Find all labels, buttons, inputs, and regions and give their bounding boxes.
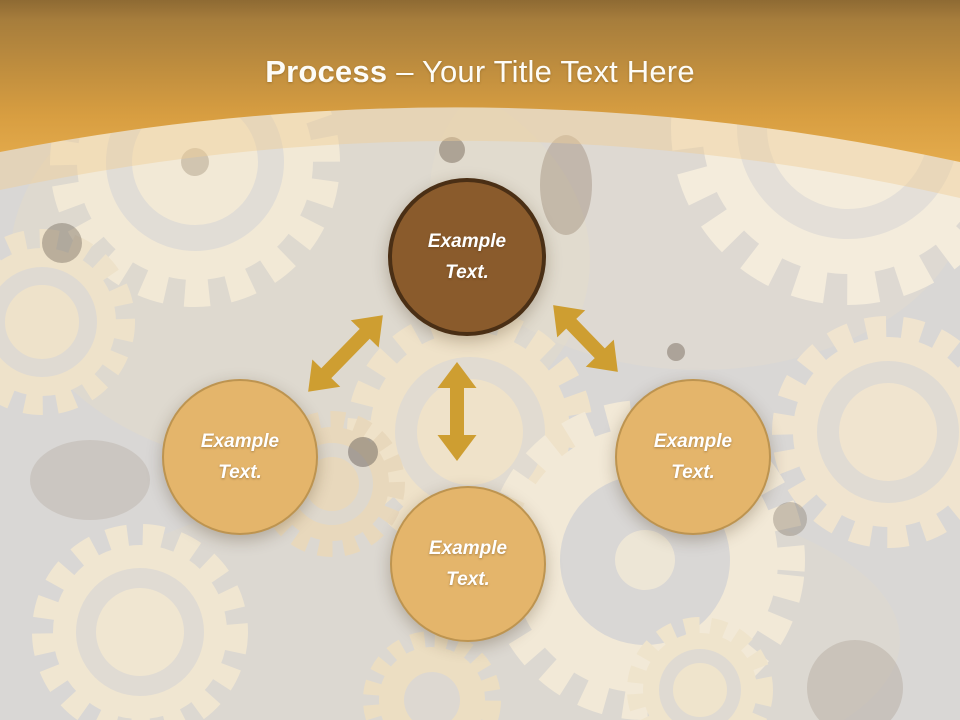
gear-shape (772, 316, 960, 548)
node-label-line: Text. (445, 262, 489, 283)
gear-shape (363, 631, 501, 720)
node-label-line: Example (428, 538, 508, 559)
screw-accent (773, 502, 807, 536)
slide-title[interactable]: Process– Your Title Text Here (0, 52, 960, 92)
gear-shape (32, 524, 248, 720)
slide-title-emphasis: Process (265, 54, 388, 89)
process-node-bottom[interactable]: Example Text. (390, 486, 546, 642)
process-node-left[interactable]: Example Text. (162, 379, 318, 535)
double-arrow-vertical-icon[interactable] (437, 362, 477, 461)
node-label-line: Example (200, 431, 280, 452)
gear-shape (0, 229, 135, 415)
node-label-line: Text. (671, 462, 715, 483)
double-arrow-diagonal-icon[interactable] (294, 302, 397, 406)
node-label-line: Text. (446, 569, 490, 590)
screw-accent (667, 343, 685, 361)
process-node-right[interactable]: Example Text. (615, 379, 771, 535)
double-arrow-diagonal-icon[interactable] (539, 292, 632, 386)
process-node-top[interactable]: Example Text. (388, 178, 546, 336)
node-label-line: Example (653, 431, 733, 452)
node-label-line: Example (427, 231, 507, 252)
slide-title-rest: – Your Title Text Here (396, 54, 695, 89)
screw-accent (807, 640, 903, 720)
screw-accent (42, 223, 82, 263)
screw-accent (30, 440, 150, 520)
gear-shape (627, 617, 773, 720)
screw-accent (348, 437, 378, 467)
node-label-line: Text. (218, 462, 262, 483)
